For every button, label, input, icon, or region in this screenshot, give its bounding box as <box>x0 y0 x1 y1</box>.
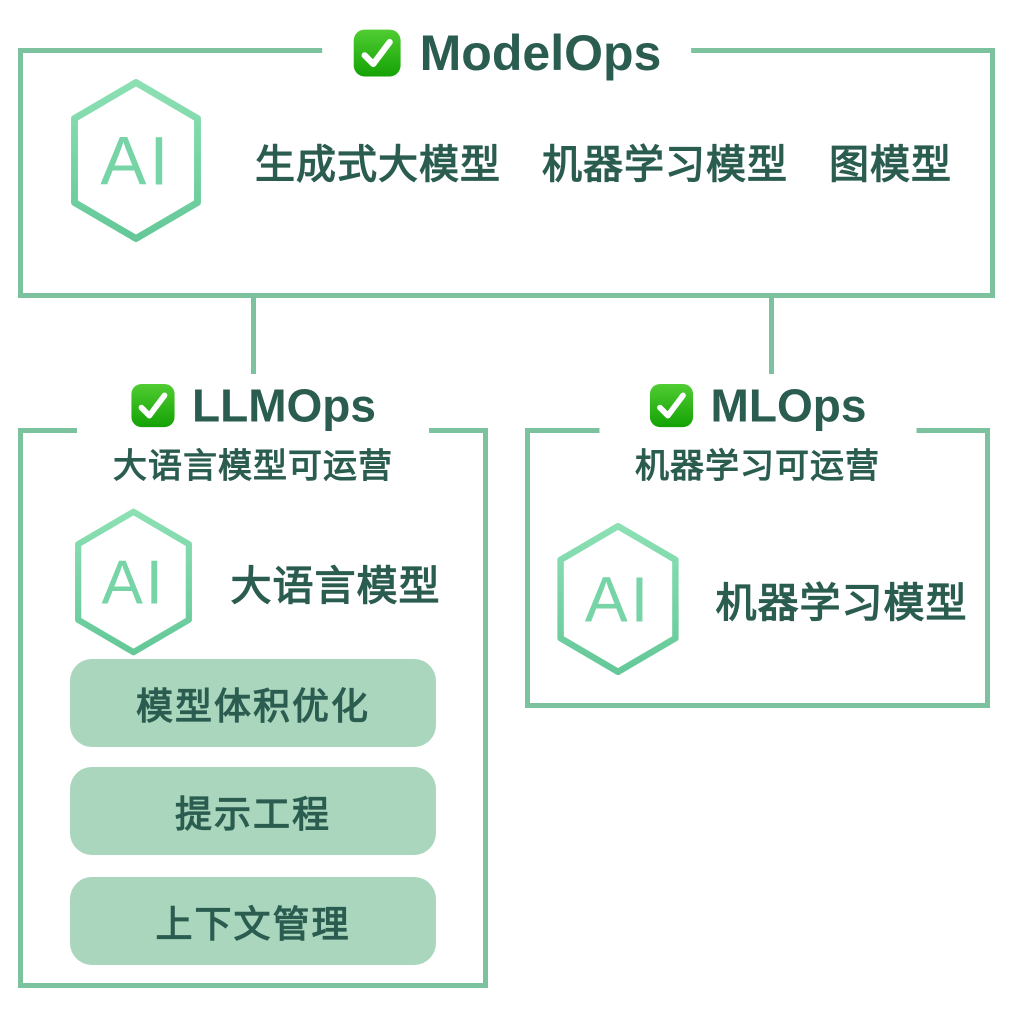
check-icon <box>649 383 695 429</box>
connector-line-llmops <box>251 296 256 374</box>
llmops-pill-model-size: 模型体积优化 <box>70 659 436 747</box>
llmops-pill-context-management: 上下文管理 <box>70 877 436 965</box>
mlops-content-row: AI 机器学习模型 <box>530 519 985 679</box>
ai-hexagon-icon: AI <box>61 75 211 246</box>
check-icon <box>130 383 176 429</box>
modelops-title-group: ModelOps <box>321 22 692 84</box>
llmops-pill-prompt-engineering: 提示工程 <box>70 767 436 855</box>
modelops-box: ModelOps AI 生成式大模型 机器学习模型 图模型 <box>18 22 995 298</box>
mlops-subtitle: 机器学习可运营 <box>635 447 880 486</box>
llmops-subtitle: 大语言模型可运营 <box>113 447 393 486</box>
ai-hexagon-label: AI <box>584 563 650 635</box>
check-icon <box>352 28 402 78</box>
mlops-box: MLOps 机器学习可运营 AI 机器学习模型 <box>525 376 990 708</box>
llmops-title: LLMOps <box>192 379 376 432</box>
mlops-model-label: 机器学习模型 <box>715 580 968 626</box>
connector-line-mlops <box>769 296 774 374</box>
mlops-title-line: MLOps <box>635 379 880 433</box>
modelops-title: ModelOps <box>419 25 662 81</box>
mlops-title-group: MLOps 机器学习可运营 <box>599 376 916 490</box>
llmops-model-label: 大语言模型 <box>230 563 441 609</box>
modelops-content-row: AI 生成式大模型 机器学习模型 图模型 <box>23 75 990 246</box>
ai-hexagon-label: AI <box>100 123 171 200</box>
llmops-box: LLMOps 大语言模型可运营 AI 大语言模型 模型体积优化 提示工程 上下文… <box>18 376 488 988</box>
ai-hexagon-icon: AI <box>548 519 688 679</box>
llmops-title-line: LLMOps <box>113 379 393 433</box>
ai-hexagon-label: AI <box>101 549 165 618</box>
modelops-models-text: 生成式大模型 机器学习模型 图模型 <box>255 142 952 187</box>
llmops-title-group: LLMOps 大语言模型可运营 <box>77 376 429 490</box>
mlops-title: MLOps <box>710 379 867 432</box>
llmops-content-row: AI 大语言模型 <box>23 505 483 659</box>
ai-hexagon-icon: AI <box>66 505 201 659</box>
